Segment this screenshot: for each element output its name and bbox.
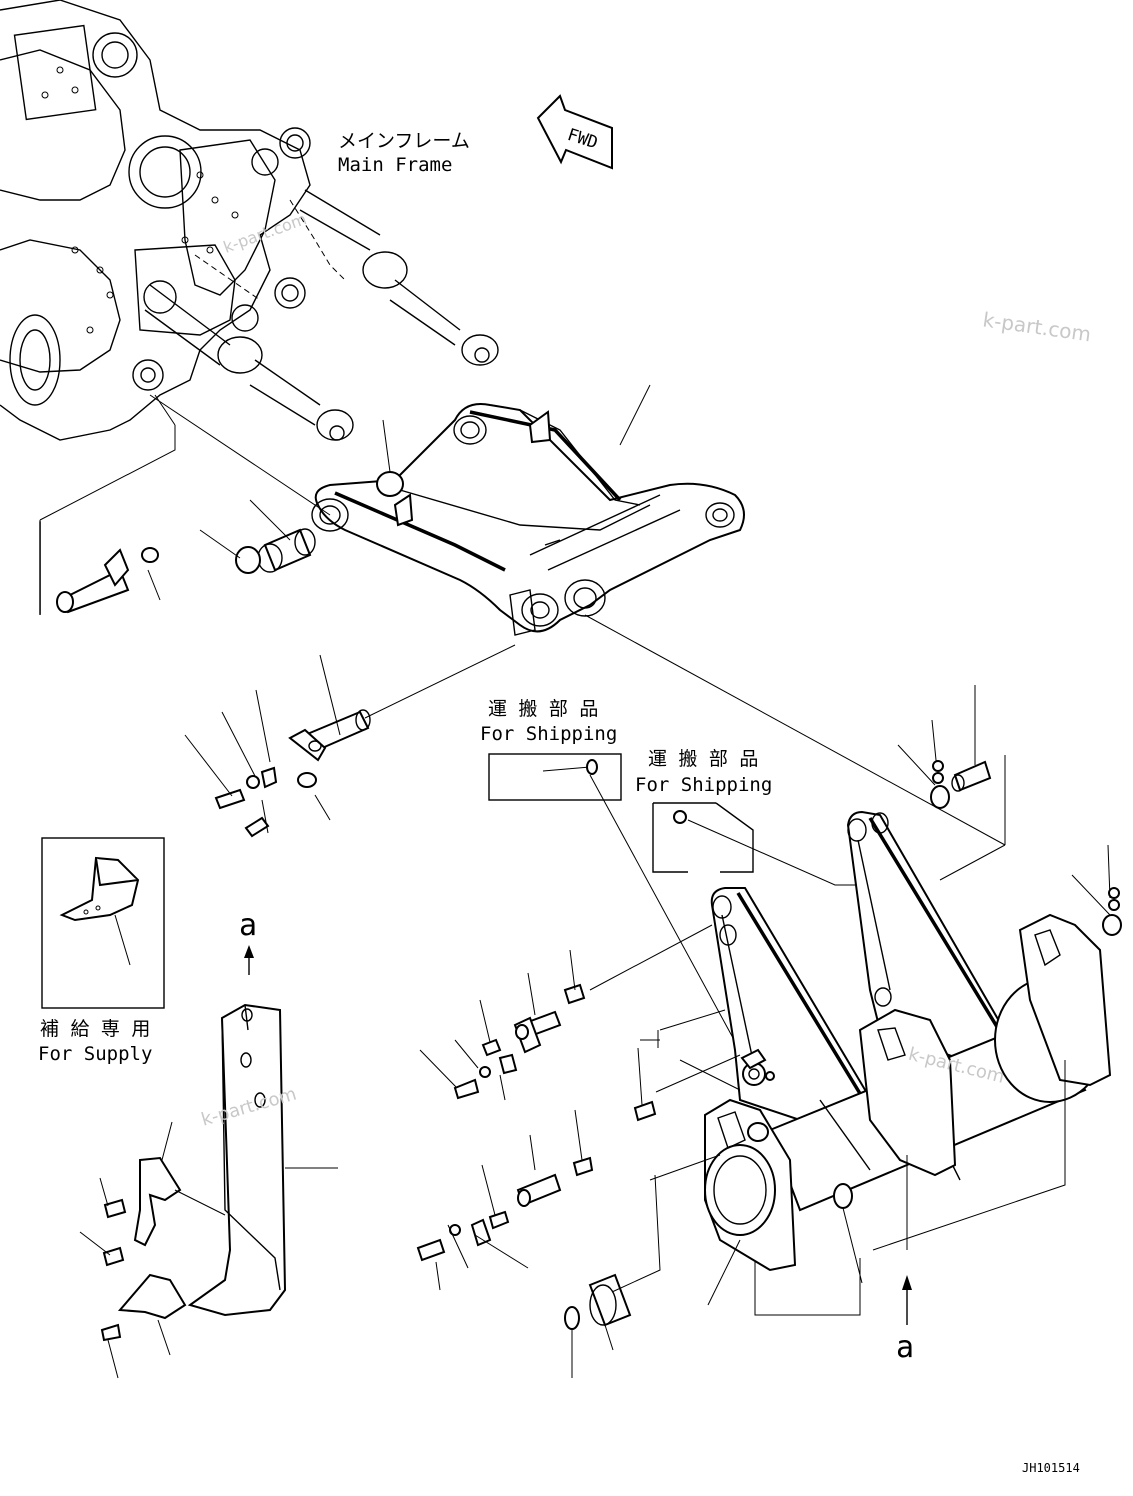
right-pin-parts xyxy=(931,761,1121,935)
shipping-box-2 xyxy=(653,803,855,885)
watermark-2: k-part.com xyxy=(981,307,1092,346)
ref-a-bottom: a xyxy=(896,1330,914,1365)
lower-pin-parts xyxy=(216,710,370,836)
main-frame-label-en: Main Frame xyxy=(338,154,452,176)
fwd-arrow-icon: FWD xyxy=(538,96,612,168)
linkage-small-parts xyxy=(418,985,655,1260)
shipping-label-en-1: For Shipping xyxy=(480,723,617,745)
drawing-code: JH101514 xyxy=(1022,1461,1080,1475)
lift-arm-assembly xyxy=(565,812,1110,1329)
supply-box xyxy=(42,838,164,1008)
ref-a-top: a xyxy=(239,908,257,943)
shipping-box-1 xyxy=(489,754,745,1060)
shipping-label-en-2: For Shipping xyxy=(635,774,772,796)
bell-crank xyxy=(312,404,744,635)
supply-label-en: For Supply xyxy=(38,1043,152,1065)
main-frame xyxy=(0,0,498,440)
shipping-label-jp-2: 運 搬 部 品 xyxy=(648,748,758,770)
main-frame-label-jp: メインフレーム xyxy=(338,130,470,152)
shipping-label-jp-1: 運 搬 部 品 xyxy=(488,698,598,720)
supply-label-jp: 補 給 専 用 xyxy=(40,1018,150,1040)
